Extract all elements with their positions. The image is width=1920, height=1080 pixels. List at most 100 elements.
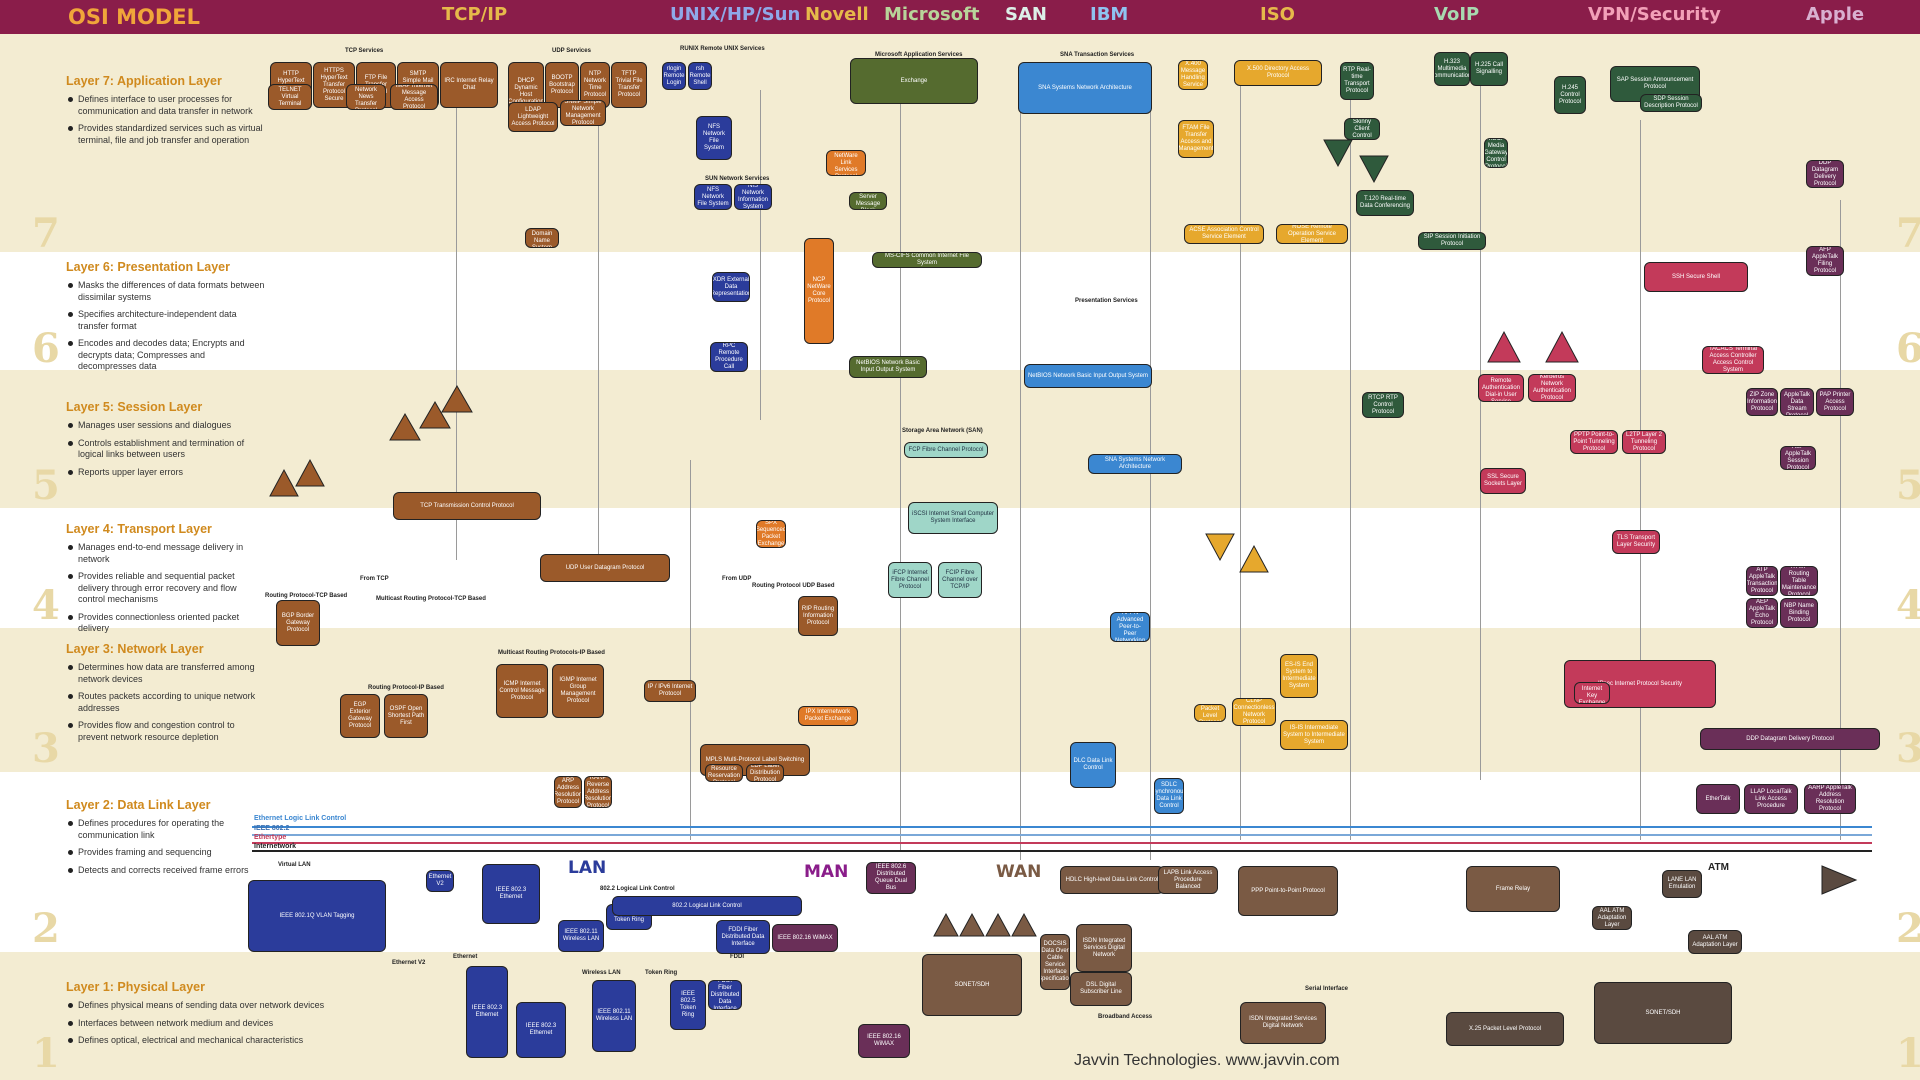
sip-box[interactable]: SIP Session Initiation Protocol: [1418, 232, 1486, 250]
dsl-box[interactable]: DSL Digital Subscriber Line: [1070, 972, 1132, 1006]
isis-box[interactable]: IS-IS Intermediate System to Intermediat…: [1280, 720, 1348, 750]
rlogin-box[interactable]: rlogin Remote Login: [662, 62, 686, 90]
netbios-ibm-box[interactable]: NetBIOS Network Basic Input Output Syste…: [1024, 364, 1152, 388]
ethertalk-box[interactable]: EtherTalk: [1696, 784, 1740, 814]
tcp-box[interactable]: TCP Transmission Control Protocol: [393, 492, 541, 520]
lapb-box[interactable]: LAPB Link Access Procedure Balanced: [1158, 866, 1218, 894]
nbp-box[interactable]: NBP Name Binding Protocol: [1780, 598, 1818, 628]
acse-box[interactable]: ACSE Association Control Service Element: [1184, 224, 1264, 244]
ike-box[interactable]: IKE Internet Key Exchange: [1574, 682, 1610, 704]
lu-box[interactable]: SNA Systems Network Architecture: [1088, 454, 1182, 474]
iscsi-box[interactable]: iSCSI Internet Small Computer System Int…: [908, 502, 998, 534]
h323-box[interactable]: H.323 Multimedia Communications: [1434, 52, 1470, 86]
telnet-box[interactable]: TELNET Virtual Terminal: [268, 84, 312, 110]
t120-box[interactable]: T.120 Real-time Data Conferencing: [1356, 190, 1414, 216]
llc-box[interactable]: 802.2 Logical Link Control: [612, 896, 802, 916]
sna-box[interactable]: SNA Systems Network Architecture: [1018, 62, 1152, 114]
appletalk-box[interactable]: DDP Datagram Delivery Protocol: [1806, 160, 1844, 188]
fcp-box[interactable]: FCP Fibre Channel Protocol: [904, 442, 988, 458]
fcip-box[interactable]: FCIP Fibre Channel over TCP/IP: [938, 562, 982, 598]
ieee80211-box[interactable]: IEEE 802.11 Wireless LAN: [558, 920, 604, 952]
asp-box[interactable]: ASP AppleTalk Session Protocol: [1780, 446, 1816, 470]
cifs-box[interactable]: MS-CIFS Common Internet File System: [872, 252, 982, 268]
ieee80216-phy-box[interactable]: IEEE 802.16 WiMAX: [858, 1024, 910, 1058]
ospf-box[interactable]: OSPF Open Shortest Path First: [384, 694, 428, 738]
ieee8023-box[interactable]: IEEE 802.3 Ethernet: [482, 864, 540, 924]
egp-box[interactable]: EGP Exterior Gateway Protocol: [340, 694, 380, 738]
hdlc-box[interactable]: HDLC High-level Data Link Control: [1060, 866, 1164, 894]
ftam-box[interactable]: FTAM File Transfer Access and Management: [1178, 120, 1214, 158]
imap-box[interactable]: IMAP Internet Message Access Protocol: [390, 84, 438, 110]
exchange-box[interactable]: Exchange: [850, 58, 978, 104]
sonet-box[interactable]: SONET/SDH: [1594, 982, 1732, 1044]
rsh-box[interactable]: rsh Remote Shell: [688, 62, 712, 90]
netbios-ms-box[interactable]: NetBIOS Network Basic Input Output Syste…: [849, 356, 927, 378]
bgp-box[interactable]: BGP Border Gateway Protocol: [276, 600, 320, 646]
l2tp-box[interactable]: L2TP Layer 2 Tunneling Protocol: [1622, 430, 1666, 454]
ddp-box[interactable]: DDP Datagram Delivery Protocol: [1700, 728, 1880, 750]
nlsp-box[interactable]: NLSP NetWare Link Services Protocol: [826, 150, 866, 176]
arp-box[interactable]: ARP Address Resolution Protocol: [554, 776, 582, 808]
rtp-box[interactable]: RTP Real-time Transport Protocol: [1340, 62, 1374, 100]
zip-box[interactable]: ZIP Zone Information Protocol: [1746, 388, 1778, 416]
vlan-box[interactable]: IEEE 802.1Q VLAN Tagging: [248, 880, 386, 952]
tls-box[interactable]: TLS Transport Layer Security: [1612, 530, 1660, 554]
ssh-box[interactable]: SSH Secure Shell: [1644, 262, 1748, 292]
ifcp-box[interactable]: iFCP Internet Fibre Channel Protocol: [888, 562, 932, 598]
isdn-box[interactable]: ISDN Integrated Services Digital Network: [1076, 924, 1132, 972]
ldap-box[interactable]: LDAP Lightweight Access Protocol: [508, 102, 558, 132]
ipx-box[interactable]: IPX Internetwork Packet Exchange: [798, 706, 858, 726]
docsis-box[interactable]: DOCSIS Data Over Cable Service Interface…: [1040, 934, 1070, 990]
wlan-phy-box[interactable]: IEEE 802.11 Wireless LAN: [592, 980, 636, 1052]
aal-box[interactable]: AAL ATM Adaptation Layer: [1592, 906, 1632, 930]
radius-box[interactable]: Radius Remote Authentication Dial-in Use…: [1478, 374, 1524, 402]
h245-box[interactable]: H.245 Control Protocol: [1554, 76, 1586, 114]
fddi-phy-box[interactable]: FDDI Fiber Distributed Data Interface: [708, 980, 742, 1010]
sdlc-box[interactable]: SDLC Synchronous Data Link Control: [1154, 778, 1184, 814]
rip-box[interactable]: RIP Routing Information Protocol: [798, 596, 838, 636]
ethernet-phy-box[interactable]: IEEE 802.3 Ethernet: [466, 966, 508, 1058]
udp-box[interactable]: UDP User Datagram Protocol: [540, 554, 670, 582]
x400-box[interactable]: X.400 Message Handling Service: [1178, 60, 1208, 90]
icmp-box[interactable]: ICMP Internet Control Message Protocol: [496, 664, 548, 718]
ethernet-v2-box[interactable]: Ethernet V2: [426, 870, 454, 892]
igmp-box[interactable]: IGMP Internet Group Management Protocol: [552, 664, 604, 718]
nfs-box[interactable]: NFS Network File System: [696, 116, 732, 160]
rtcp-box[interactable]: RTCP RTP Control Protocol: [1362, 392, 1404, 418]
clnp-box[interactable]: CLNP Connectionless Network Protocol: [1232, 698, 1276, 726]
kerberos-box[interactable]: Kerberos Network Authentication Protocol: [1528, 374, 1576, 402]
sccp-box[interactable]: SCCP Skinny Client Control Protocol: [1344, 118, 1380, 140]
gige-phy-box[interactable]: IEEE 802.3 Ethernet: [516, 1002, 566, 1058]
pap-box[interactable]: PAP Printer Access Protocol: [1816, 388, 1854, 416]
tokenring-phy-box[interactable]: IEEE 802.5 Token Ring: [670, 980, 706, 1030]
rarp-box[interactable]: RARP Reverse Address Resolution Protocol: [584, 776, 612, 808]
nfs-net-box[interactable]: NFS Network File System: [694, 184, 732, 210]
rose-box[interactable]: ROSE Remote Operation Service Element: [1276, 224, 1348, 244]
tacacs-box[interactable]: TACACS Terminal Access Controller Access…: [1702, 346, 1764, 374]
ldp-box[interactable]: LDP Label Distribution Protocol: [746, 764, 784, 782]
adsp-box[interactable]: ADSP AppleTalk Data Stream Protocol: [1780, 388, 1814, 416]
tftp-box[interactable]: TFTP Trivial File Transfer Protocol: [611, 62, 647, 108]
v-series-box[interactable]: ISDN Integrated Services Digital Network: [1240, 1002, 1326, 1044]
spx-box[interactable]: SPX Sequenced Packet Exchange: [756, 520, 786, 548]
dlc-box[interactable]: DLC Data Link Control: [1070, 742, 1116, 788]
snmp-box[interactable]: SNMP Simple Network Management Protocol: [560, 100, 606, 126]
smb-box[interactable]: SMB Server Message Block: [849, 192, 887, 210]
frame-relay-box[interactable]: Frame Relay: [1466, 866, 1560, 912]
ip-box[interactable]: IP / IPv6 Internet Protocol: [644, 680, 696, 702]
fddi-box[interactable]: FDDI Fiber Distributed Data Interface: [716, 920, 770, 954]
x500-box[interactable]: X.500 Directory Access Protocol: [1234, 60, 1322, 86]
appn-box[interactable]: APPN Advanced Peer-to-Peer Networking: [1110, 612, 1150, 642]
rsvp-box[interactable]: RSVP Resource Reservation Protocol: [705, 764, 743, 782]
pptp-box[interactable]: PPTP Point-to-Point Tunneling Protocol: [1570, 430, 1618, 454]
ncp-box[interactable]: NCP NetWare Core Protocol: [804, 238, 834, 344]
afp-box[interactable]: AFP AppleTalk Filing Protocol: [1806, 246, 1844, 276]
dns-box[interactable]: DNS Domain Name System: [525, 228, 559, 248]
rtmp-box[interactable]: RTMP Routing Table Maintenance Protocol: [1780, 566, 1818, 596]
ssl-box[interactable]: SSL Secure Sockets Layer: [1480, 468, 1526, 494]
h225-box[interactable]: H.225 Call Signalling: [1470, 52, 1508, 86]
irc-box[interactable]: IRC Internet Relay Chat: [440, 62, 498, 108]
x25-box[interactable]: X.25 Packet Level Protocol: [1194, 704, 1226, 722]
mgcp-box[interactable]: MGCP Media Gateway Control Protocol: [1484, 138, 1508, 168]
dqdb-box[interactable]: IEEE 802.6 Distributed Queue Dual Bus: [866, 862, 916, 894]
